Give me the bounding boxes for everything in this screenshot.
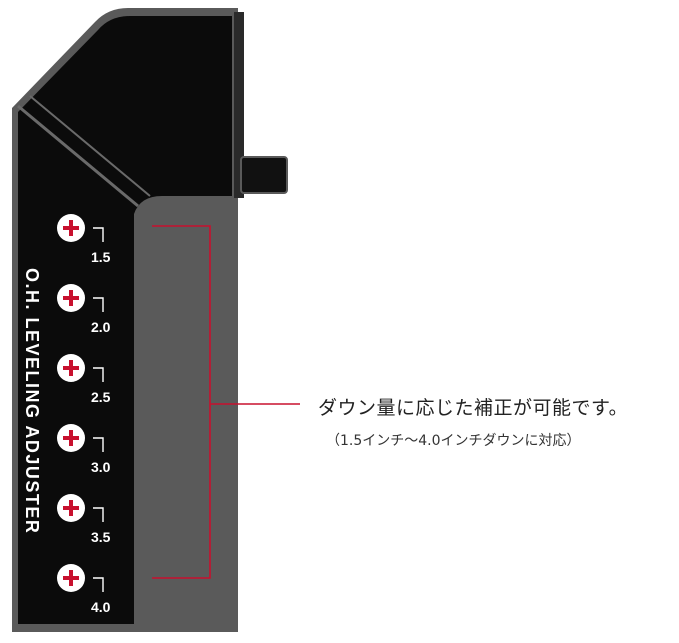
setting-label: 3.5: [91, 529, 111, 545]
plus-icon-v: [69, 430, 73, 446]
callout-sub-text: （1.5インチ〜4.0インチダウンに対応）: [326, 433, 581, 449]
marker-leader-line: [93, 227, 104, 242]
product-name-text: O.H. LEVELING ADJUSTER: [22, 268, 42, 534]
setting-marker: 2.0: [57, 284, 111, 335]
plus-icon-v: [69, 500, 73, 516]
plus-icon-v: [69, 570, 73, 586]
bracket-right-edge: [234, 12, 244, 198]
marker-leader-line: [93, 437, 104, 452]
setting-marker: 2.5: [57, 354, 111, 405]
marker-leader-line: [93, 577, 104, 592]
marker-leader-line: [93, 367, 104, 382]
callout-bracket: [152, 225, 300, 579]
plus-icon-v: [69, 360, 73, 376]
setting-label: 3.0: [91, 459, 111, 475]
setting-label: 2.5: [91, 389, 111, 405]
crease-line-2: [29, 95, 151, 197]
marker-leader-line: [93, 507, 104, 522]
setting-marker: 1.5: [57, 214, 111, 265]
crease-line: [17, 104, 139, 208]
setting-marker: 3.5: [57, 494, 111, 545]
adjuster-knob: [240, 156, 288, 194]
setting-label: 1.5: [91, 249, 111, 265]
setting-marker: 3.0: [57, 424, 111, 475]
marker-leader-line: [93, 297, 104, 312]
setting-label: 4.0: [91, 599, 111, 615]
bracket-body: [18, 16, 232, 624]
setting-marker: 4.0: [57, 564, 111, 615]
plus-icon-v: [69, 220, 73, 236]
setting-label: 2.0: [91, 319, 111, 335]
plus-icon-v: [69, 290, 73, 306]
callout-main-text: ダウン量に応じた補正が可能です。: [318, 397, 629, 419]
